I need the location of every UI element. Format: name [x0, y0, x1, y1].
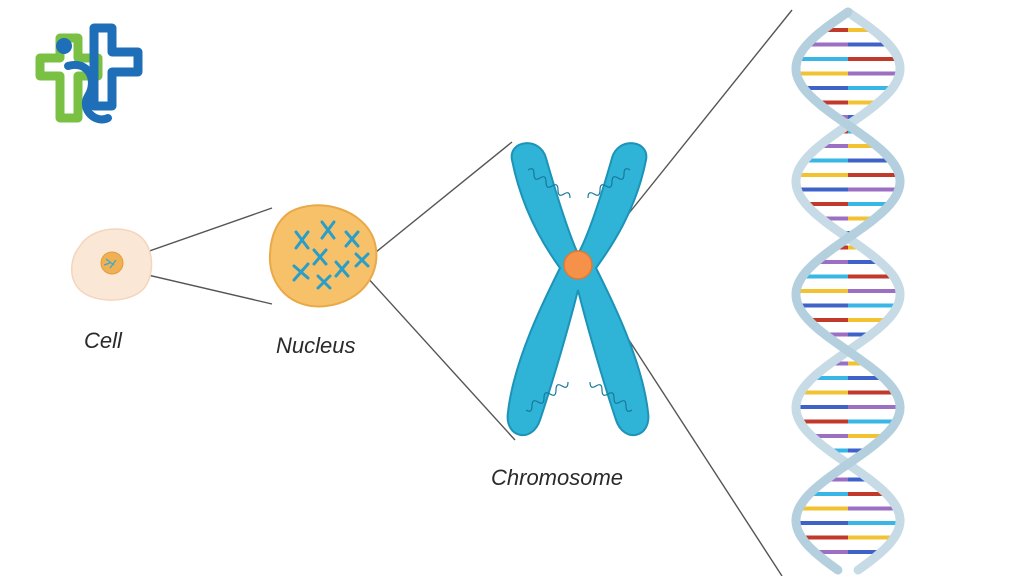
nucleus-label: Nucleus: [276, 333, 356, 358]
dna-helix-icon: [791, 7, 905, 575]
dna-backbone-strand-b: [791, 7, 905, 575]
chromosome-icon: [506, 142, 650, 437]
dna-backbone-strand-a: [791, 7, 905, 575]
cell-icon: [71, 228, 153, 301]
dna-base-pairs: [796, 28, 900, 554]
health-cross-logo-icon: [35, 23, 143, 124]
connector-lines: [117, 9, 793, 576]
chromosome-label: Chromosome: [491, 465, 624, 490]
centromere: [563, 250, 593, 280]
cell-label: Cell: [84, 328, 122, 353]
nucleus-icon: [268, 204, 378, 308]
